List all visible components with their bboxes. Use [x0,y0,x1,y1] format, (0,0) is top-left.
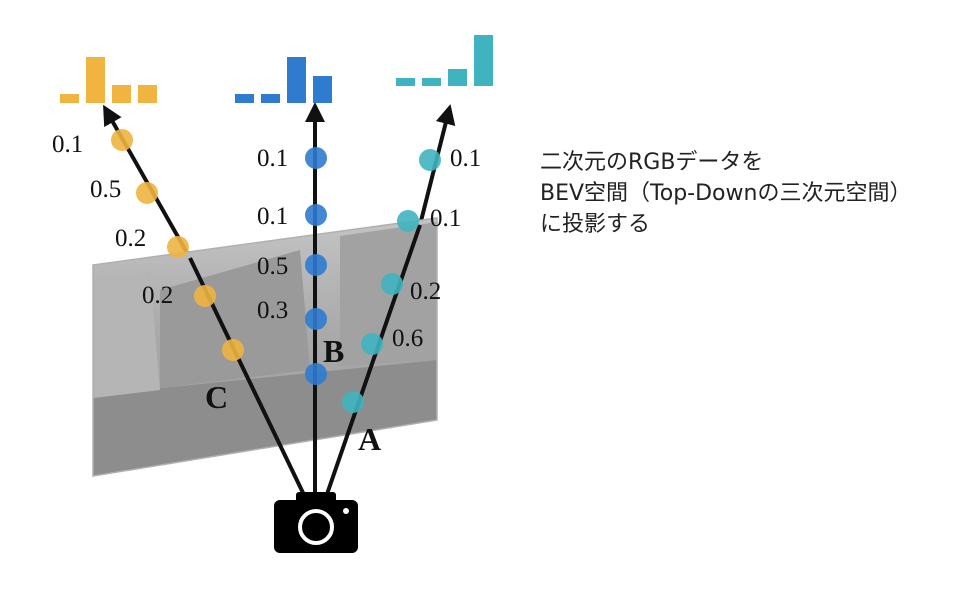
ray-a-prob-4: 0.6 [392,325,423,352]
ray-a-point [381,273,403,295]
histogram-bar [287,57,306,103]
caption-line-2: BEV空間（Top-Downの三次元空間） [540,181,912,206]
ray-b-point [305,147,327,169]
histogram-bar [396,78,415,86]
ray-c-depth-histogram [60,57,157,103]
ray-a-probability-labels: 0.1 0.1 0.2 0.6 [392,145,481,352]
ray-c-prob-1: 0.1 [52,131,83,158]
image-plane-building-left [93,272,160,398]
ray-c-prob-2: 0.5 [90,176,121,203]
ray-b-prob-1: 0.1 [257,145,288,172]
ray-a-prob-3: 0.2 [410,278,441,305]
ray-b-prob-4: 0.3 [257,297,288,324]
image-plane-border [92,217,438,477]
histogram-bar [60,94,79,103]
camera-icon [274,492,358,553]
ray-b-depth-histogram [235,57,332,103]
caption-line-1: 二次元のRGBデータを [540,150,764,175]
caption-line-3: に投影する [540,212,651,237]
histogram-bar [112,85,131,103]
ray-c-point [222,339,244,361]
ray-b-point [305,308,327,330]
histogram-bar [313,76,332,103]
ray-b-probability-labels: 0.1 0.1 0.5 0.3 [257,145,288,324]
ray-a-point [397,210,419,232]
ray-a-near [324,224,422,498]
ray-b-label: B [323,333,344,369]
image-plane-trees [160,250,310,388]
ray-b-point [305,254,327,276]
histogram-bar [474,35,493,86]
ray-a-label: A [358,421,381,457]
ray-a-prob-1: 0.1 [450,145,481,172]
histogram-bar [235,94,254,103]
ray-b-point [305,363,327,385]
ray-c-label: C [205,379,228,415]
histogram-bar [261,94,280,103]
ray-c-probability-labels: 0.1 0.5 0.2 0.2 [52,131,173,309]
ray-a-prob-2: 0.1 [430,205,461,232]
histogram-bar [448,69,467,86]
ray-b-point [305,204,327,226]
ray-c-prob-3: 0.2 [115,225,146,252]
ray-a-depth-histogram [396,35,493,86]
ray-a-point [361,333,383,355]
histogram-bar [138,85,157,103]
ray-c-point [167,236,189,258]
histogram-bar [86,57,105,103]
histogram-bar [422,78,441,86]
ray-a-points [342,149,441,413]
ray-b-points [305,147,327,385]
ray-c-points [111,129,244,361]
ray-c-point [194,285,216,307]
ray-a-point [342,391,364,413]
ray-c-point [136,182,158,204]
ray-a-point [419,149,441,171]
projection-caption: 二次元のRGBデータを BEV空間（Top-Downの三次元空間） に投影する [540,147,911,240]
ray-b-prob-3: 0.5 [257,253,288,280]
ray-c-point [111,129,133,151]
ray-c-prob-4: 0.2 [142,282,173,309]
ray-b-prob-2: 0.1 [257,203,288,230]
